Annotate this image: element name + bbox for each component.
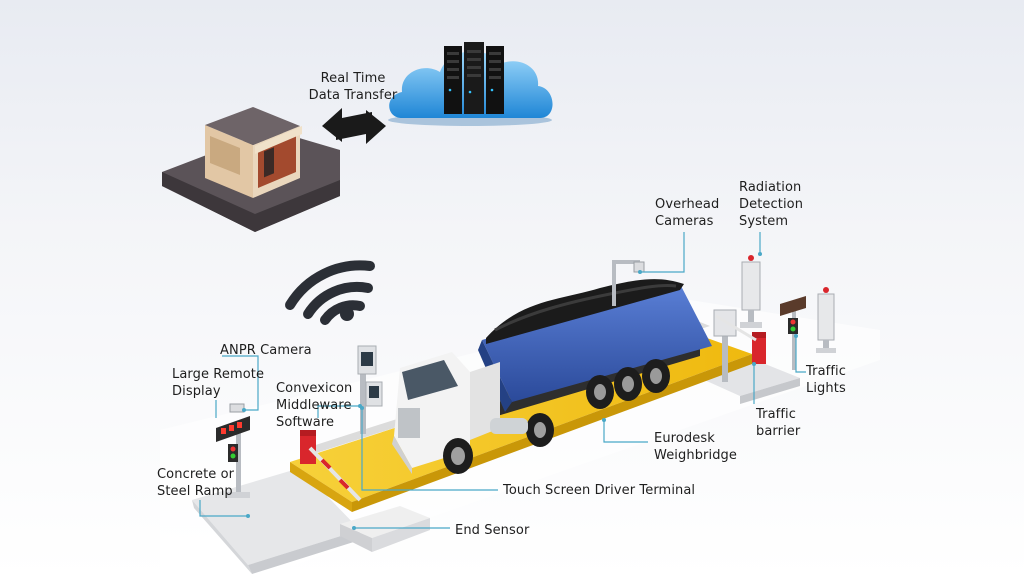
cloud-server-icon — [388, 42, 553, 126]
label-traffic-barrier: Traffic barrier — [756, 407, 801, 439]
label-overhead-cameras: Overhead Cameras — [655, 197, 720, 229]
label-data-transfer: Real Time Data Transfer — [308, 71, 398, 103]
leader-anpr — [222, 355, 259, 411]
leader-traffic-lights — [795, 336, 806, 373]
leader-driver-terminal — [361, 408, 498, 491]
label-ramp: Concrete or Steel Ramp — [157, 467, 235, 499]
office-building-icon — [162, 107, 340, 232]
end-ramp — [700, 362, 800, 404]
remote-display-pole — [216, 403, 250, 498]
label-radiation-detection: Radiation Detection System — [739, 180, 804, 229]
leader-overhead-cameras — [640, 232, 685, 273]
leader-weighbridge — [603, 420, 648, 443]
wifi-icon — [285, 260, 375, 325]
bidirectional-arrows-icon — [322, 108, 386, 144]
leader-middleware — [317, 405, 360, 418]
middleware-kiosk — [357, 345, 383, 434]
label-end-sensor: End Sensor — [455, 523, 530, 538]
exit-barrier — [715, 314, 766, 364]
label-weighbridge: Eurodesk Weighbridge — [654, 431, 738, 463]
label-traffic-lights: Traffic Lights — [806, 364, 846, 396]
leader-dots — [242, 252, 798, 530]
radiation-detection-panel-2 — [816, 287, 836, 353]
end-sensor-block — [340, 506, 430, 552]
radiation-detection-panel — [740, 255, 762, 328]
leader-lines — [199, 232, 806, 529]
label-remote-display: Large Remote Display — [172, 367, 265, 399]
label-driver-terminal: Touch Screen Driver Terminal — [503, 483, 696, 498]
label-anpr-camera: ANPR Camera — [220, 343, 312, 358]
entry-barrier — [300, 430, 362, 502]
truck — [392, 279, 712, 474]
label-middleware: Convexicon Middleware Software — [276, 381, 353, 430]
traffic-light-pole — [780, 296, 806, 370]
leader-ramp — [199, 500, 248, 517]
